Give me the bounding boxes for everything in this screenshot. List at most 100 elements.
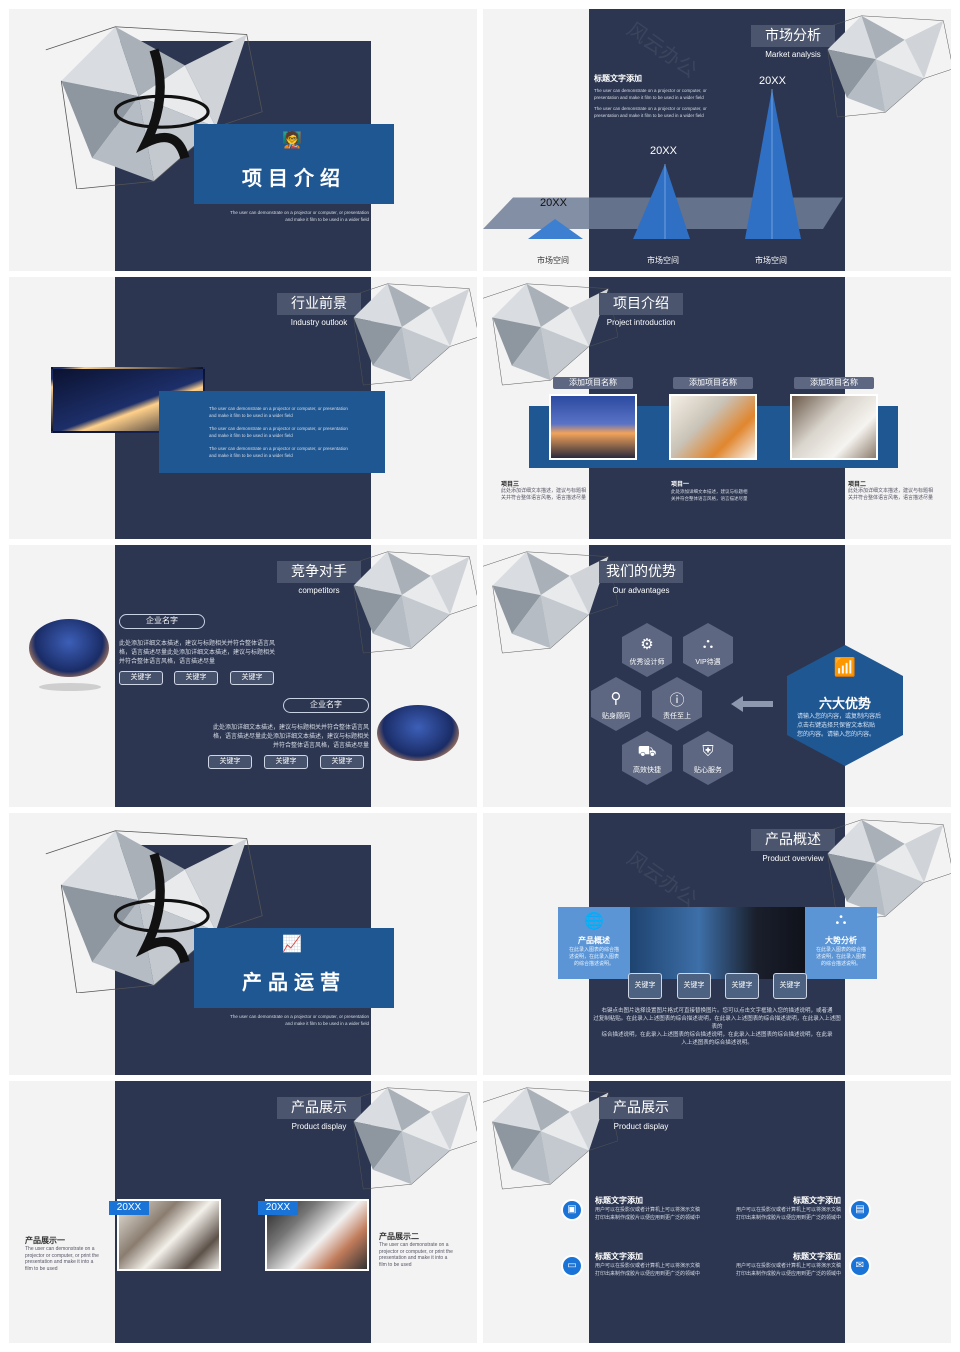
polygon-art (483, 283, 618, 386)
company-desc-2: 此处添加详细文本描述，建议与标题相关并符合整体语言风 格，语言描述尽量此处添加详… (212, 725, 369, 749)
axis-label-2: 市场空间 (647, 256, 679, 265)
slide-10[interactable]: 产品展示 Product display ▣ ▭ ▤ ✉ 标题文字添加 用户可以… (483, 1081, 951, 1343)
keyword-button[interactable]: 关键字 (725, 973, 759, 999)
car-icon: ⛟ (637, 743, 657, 760)
slide-9[interactable]: 产品展示 Product display 20XX 20XX 产品展示一 The… (9, 1081, 477, 1343)
title-en: Project introduction (606, 318, 676, 327)
mail-icon[interactable]: ✉ (849, 1255, 871, 1277)
globe-icon: 🌐 (584, 913, 604, 930)
hex-responsibility[interactable]: ⓘ 责任至上 (648, 675, 706, 733)
company-photo-1 (29, 619, 109, 677)
product-desc-1: 产品展示一 The user can demonstrate on a proj… (25, 1236, 99, 1272)
keyword-button[interactable]: 关键字 (174, 671, 218, 685)
slide-desc: The user can demonstrate on a projector … (230, 210, 369, 222)
title-box: 产品展示 (599, 1097, 683, 1119)
slide-desc: The user can demonstrate on a projector … (230, 1014, 369, 1026)
slide-2[interactable]: 风云办公 市场分析 Market analysis 标题文字添加 The use… (483, 9, 951, 271)
hex-advisor[interactable]: ⚲ 贴身顾问 (587, 675, 645, 733)
year-label-1: 20XX (540, 197, 567, 209)
slide-8[interactable]: 风云办公 产品概述 Product overview 🌐 产品概述 在此录入图表… (483, 813, 951, 1075)
company-desc-1: 此处添加详细文本描述，建议与标题相关并符合整体语言风 格，语言描述尽量此处添加详… (119, 641, 276, 665)
info-icon: ⓘ (669, 692, 685, 709)
gear-icon: ⚙ (640, 636, 654, 653)
presenter-icon: 🧑‍🏫 (282, 132, 302, 149)
title-box: 市场分析 (751, 25, 835, 47)
polygon-art (45, 26, 263, 189)
arrow-left-icon (731, 696, 773, 712)
keyword-button[interactable]: 关键字 (230, 671, 274, 685)
polygon-art (483, 551, 618, 654)
keyword-button[interactable]: 关键字 (264, 755, 308, 769)
title-box: 我们的优势 (599, 561, 683, 583)
keyword-button[interactable]: 关键字 (320, 755, 364, 769)
network-icon: ⛬ (702, 635, 714, 652)
tablet-photo (623, 907, 813, 979)
project-photo-1 (549, 394, 637, 460)
pyramid-chart (483, 89, 843, 239)
title-en: Product overview (762, 854, 824, 863)
keyword-button[interactable]: 关键字 (119, 671, 163, 685)
title-en: Product display (291, 1122, 347, 1131)
company-name-2[interactable]: 企业名字 (283, 698, 369, 713)
location-pin-icon: ⚲ (610, 690, 622, 707)
text-block: 标题文字添加 The user can demonstrate on a pro… (594, 74, 707, 118)
hex-service[interactable]: ⛨ 贴心服务 (679, 729, 737, 787)
title-box: 项目介绍 (599, 293, 683, 315)
slide-6[interactable]: 我们的优势 Our advantages ⚙ 优秀设计师 ⛬ VIP待遇 ⚲ 贴… (483, 545, 951, 807)
feature-3: 标题文字添加 用户可以在投影仪或者计算机上可以将演示文稿 打印出来制作成胶片以便… (595, 1252, 701, 1277)
hex-efficient[interactable]: ⛟ 高效快捷 (618, 729, 676, 787)
polygon-art (483, 1087, 618, 1190)
project-photo-2 (669, 394, 757, 460)
feature-2: 标题文字添加 用户可以在投影仪或者计算机上可以将演示文稿 打印出来制作成胶片以便… (735, 1196, 841, 1221)
year-label-2: 20XX (650, 145, 677, 157)
signal-icon: 📶 (833, 657, 857, 677)
feature-1: 标题文字添加 用户可以在投影仪或者计算机上可以将演示文稿 打印出来制作成胶片以便… (595, 1196, 701, 1221)
hex-designer[interactable]: ⚙ 优秀设计师 (618, 621, 676, 679)
keyword-button[interactable]: 关键字 (677, 973, 711, 999)
year-label-3: 20XX (759, 75, 786, 87)
title-box: 产品展示 (277, 1097, 361, 1119)
title-block: 🧑‍🏫 项目介绍 (194, 124, 394, 204)
hex-vip[interactable]: ⛬ VIP待遇 (679, 621, 737, 679)
keyword-button[interactable]: 关键字 (628, 973, 662, 999)
slide-4[interactable]: 项目介绍 Project introduction 添加项目名称 添加项目名称 … (483, 277, 951, 539)
slide-1[interactable]: 🧑‍🏫 项目介绍 The user can demonstrate on a p… (9, 9, 477, 271)
slide-7[interactable]: 📈 产品运营 The user can demonstrate on a pro… (9, 813, 477, 1075)
axis-label-3: 市场空间 (755, 256, 787, 265)
title-en: competitors (298, 586, 340, 595)
axis-label-1: 市场空间 (537, 256, 569, 265)
project-chip-3[interactable]: 添加项目名称 (794, 377, 874, 389)
text-panel: The user can demonstrate on a projector … (159, 391, 385, 473)
title-box: 竞争对手 (277, 561, 361, 583)
slide-title: 产品运营 (242, 972, 346, 994)
project-desc-2: 项目一 此处添加详细文本描述，建议与标题相 关并符合整体语言风格，语言描述尽量 (671, 482, 748, 501)
title-block: 📈 产品运营 (194, 928, 394, 1008)
company-name-1[interactable]: 企业名字 (119, 614, 205, 629)
navy-panel (589, 1081, 845, 1343)
slide-3[interactable]: 行业前景 Industry outlook The user can demon… (9, 277, 477, 539)
folder-icon[interactable]: ▣ (561, 1199, 583, 1221)
keyword-button[interactable]: 关键字 (208, 755, 252, 769)
title-en: Market analysis (765, 50, 821, 59)
project-photo-3 (790, 394, 878, 460)
project-chip-1[interactable]: 添加项目名称 (553, 377, 633, 389)
pyramid-3 (745, 89, 801, 239)
trend-icon: ⛬ (835, 911, 847, 928)
slide-title: 项目介绍 (242, 168, 346, 190)
project-chip-2[interactable]: 添加项目名称 (673, 377, 753, 389)
year-tag-2: 20XX (258, 1201, 298, 1215)
presentation-board-icon: 📈 (282, 936, 302, 953)
monitor-icon[interactable]: ▭ (561, 1255, 583, 1277)
polygon-art (344, 283, 477, 386)
title-box: 行业前景 (277, 293, 361, 315)
slide-5[interactable]: 竞争对手 competitors 企业名字 此处添加详细文本描述，建议与标题相关… (9, 545, 477, 807)
title-en: Product display (613, 1122, 669, 1131)
keyword-button[interactable]: 关键字 (773, 973, 807, 999)
polygon-art (344, 551, 477, 654)
title-box: 产品概述 (751, 829, 835, 851)
year-tag-1: 20XX (109, 1201, 149, 1215)
company-photo-2 (377, 705, 459, 761)
chart-icon[interactable]: ▤ (849, 1199, 871, 1221)
title-en: Our advantages (612, 586, 670, 595)
